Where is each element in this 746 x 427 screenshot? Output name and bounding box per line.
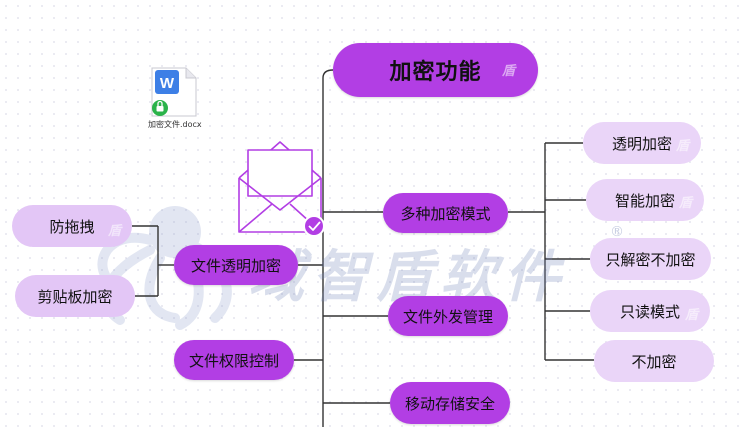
node-watermark: 盾 [502, 64, 516, 79]
root-node[interactable]: 加密功能 [333, 43, 538, 97]
leaf-anti-drag[interactable]: 防拖拽 [12, 205, 132, 247]
node-label: 文件透明加密 [190, 256, 281, 275]
envelope-lock-icon [238, 141, 325, 237]
node-watermark: 盾 [108, 224, 122, 239]
leaf-label: 智能加密 [614, 191, 675, 210]
node-watermark: 盾 [685, 308, 699, 323]
leaf-clipboard-encrypt[interactable]: 剪贴板加密 [15, 275, 135, 317]
node-permission-control[interactable]: 文件权限控制 [174, 340, 294, 380]
node-label: 多种加密模式 [400, 204, 491, 223]
leaf-smart-encrypt[interactable]: 智能加密 [586, 179, 704, 221]
leaf-no-encrypt[interactable]: 不加密 [594, 340, 714, 382]
file-name-label: 加密文件.docx [148, 120, 202, 129]
node-outgoing-management[interactable]: 文件外发管理 [388, 296, 508, 336]
leaf-label: 只读模式 [619, 302, 680, 321]
leaf-label: 透明加密 [611, 134, 672, 153]
node-watermark: 盾 [679, 196, 693, 211]
node-label: 移动存储安全 [404, 394, 495, 413]
leaf-decrypt-only[interactable]: 只解密不加密 [590, 238, 711, 280]
node-watermark: 盾 [676, 139, 690, 154]
word-icon-letter: W [160, 75, 175, 92]
root-label: 加密功能 [389, 60, 482, 85]
node-multi-mode[interactable]: 多种加密模式 [383, 193, 508, 233]
node-mobile-storage[interactable]: 移动存储安全 [390, 382, 510, 424]
leaf-read-only[interactable]: 只读模式 [590, 290, 710, 332]
leaf-transparent-encrypt[interactable]: 透明加密 [583, 122, 701, 164]
node-label: 文件权限控制 [188, 351, 279, 370]
leaf-label: 不加密 [631, 352, 677, 371]
watermark-registered-mark: ® [610, 224, 624, 240]
node-transparent-encryption[interactable]: 文件透明加密 [174, 245, 298, 285]
node-label: 文件外发管理 [402, 307, 493, 326]
connector-lines [132, 69, 594, 427]
leaf-label: 防拖拽 [49, 217, 95, 236]
leaf-label: 只解密不加密 [605, 250, 696, 269]
word-document-icon [151, 67, 197, 117]
leaf-label: 剪贴板加密 [37, 287, 113, 306]
